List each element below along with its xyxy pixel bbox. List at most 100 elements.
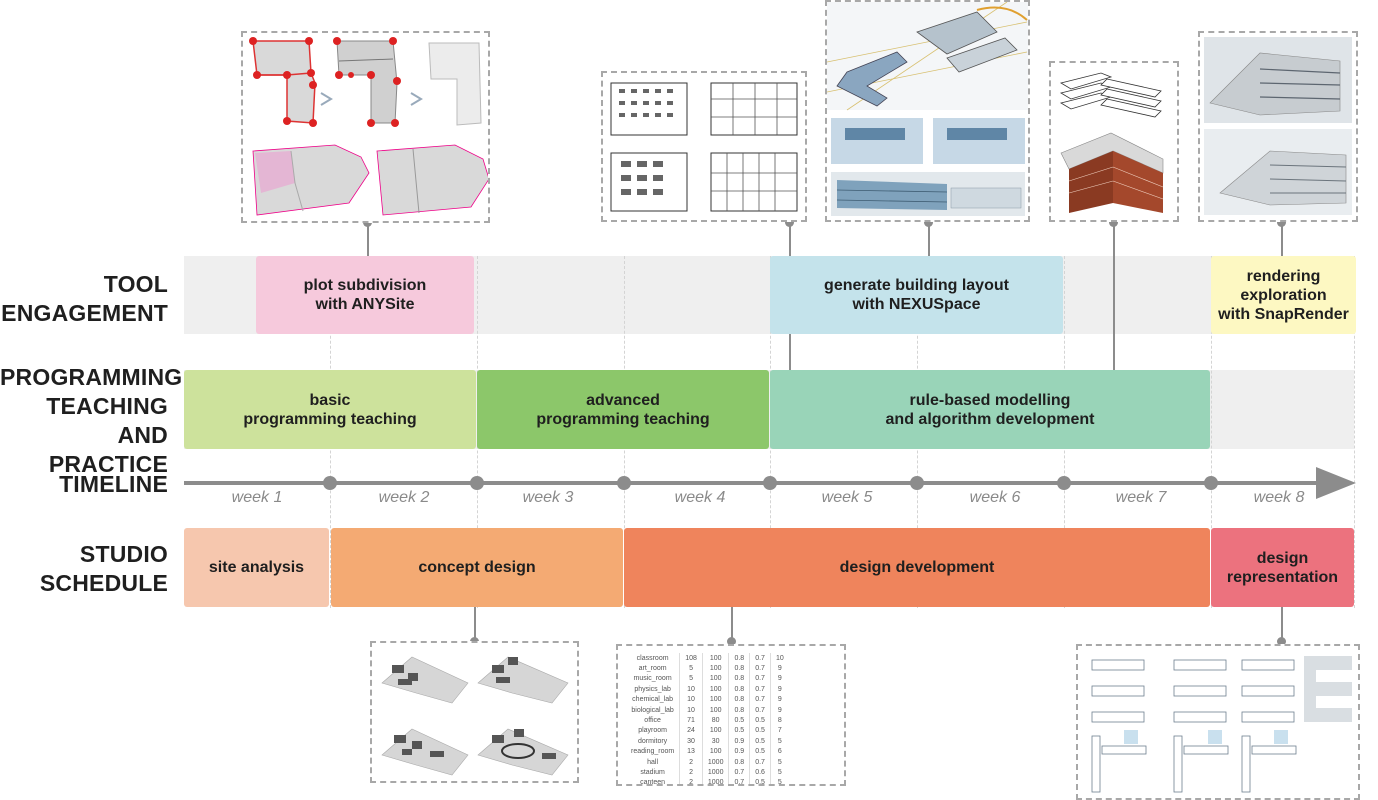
table-cell: 13 bbox=[679, 746, 703, 757]
connector-dot bbox=[1109, 218, 1118, 227]
table-cell: 5 bbox=[769, 777, 789, 784]
table-cell: 9 bbox=[769, 673, 789, 685]
table-cell: 0.7 bbox=[749, 673, 771, 685]
table-cell: 100 bbox=[701, 663, 729, 674]
table-cell: classroom bbox=[636, 654, 669, 662]
schedule-bar-design-representation: design representation bbox=[1211, 528, 1354, 607]
table-cell: 1000 bbox=[701, 767, 729, 778]
timeline-dot bbox=[1057, 476, 1071, 490]
table-cell: 10 bbox=[679, 694, 703, 705]
connector-dot bbox=[1277, 637, 1286, 646]
table-cell: 0.7 bbox=[749, 653, 771, 664]
table-cell: 0.5 bbox=[728, 715, 750, 726]
programming-bar-advanced: advanced programming teaching bbox=[477, 370, 769, 449]
table-cell: 10 bbox=[769, 653, 789, 664]
table-cell: 9 bbox=[769, 704, 789, 716]
table-cell: 0.8 bbox=[728, 663, 750, 674]
table-cell: 0.8 bbox=[728, 756, 750, 768]
timeline-dot bbox=[323, 476, 337, 490]
table-cell: 10 bbox=[679, 684, 703, 695]
table-cell: 0.9 bbox=[728, 746, 750, 757]
table-cell: 5 bbox=[679, 673, 703, 685]
programming-bar-basic: basic programming teaching bbox=[184, 370, 476, 449]
table-cell: 0.6 bbox=[749, 767, 771, 778]
tool-bar-snaprender: rendering exploration with SnapRender bbox=[1211, 256, 1356, 334]
table-cell: 100 bbox=[701, 673, 729, 685]
table-cell: biological_lab bbox=[631, 706, 674, 714]
table-cell: 80 bbox=[701, 715, 729, 726]
table-cell: 100 bbox=[701, 653, 729, 664]
timeline-dot bbox=[910, 476, 924, 490]
programming-bar-rule-based: rule-based modelling and algorithm devel… bbox=[770, 370, 1210, 449]
table-cell: 9 bbox=[769, 684, 789, 695]
table-cell: 100 bbox=[701, 725, 729, 737]
table-cell: chemical_lab bbox=[632, 696, 674, 704]
week-label: week 8 bbox=[1253, 489, 1305, 506]
table-cell: 0.8 bbox=[728, 673, 750, 685]
table-cell: 100 bbox=[701, 684, 729, 695]
table-cell: reading_room bbox=[631, 748, 675, 756]
table-cell: 24 bbox=[679, 725, 703, 737]
table-cell: 0.7 bbox=[749, 663, 771, 674]
connector-dot bbox=[924, 218, 933, 227]
timeline-dot bbox=[470, 476, 484, 490]
table-cell: 0.8 bbox=[728, 684, 750, 695]
label-timeline: TIMELINE bbox=[59, 471, 168, 497]
table-cell: 7 bbox=[769, 725, 789, 737]
table-cell: 0.8 bbox=[728, 694, 750, 705]
table-cell: 30 bbox=[679, 736, 703, 747]
schedule-bar-design-development: design development bbox=[624, 528, 1210, 607]
table-cell: 5 bbox=[769, 767, 789, 778]
table-cell: music_room bbox=[633, 675, 672, 683]
table-cell: dormitory bbox=[638, 737, 668, 745]
label-programming-teaching: PROGRAMMING TEACHING AND PRACTICE bbox=[0, 364, 183, 477]
label-tool-engagement: TOOL ENGAGEMENT bbox=[1, 271, 168, 326]
table-cell: 0.5 bbox=[749, 725, 771, 737]
timeline-arrowhead bbox=[1316, 467, 1356, 499]
schedule-bar-site-analysis: site analysis bbox=[184, 528, 329, 607]
week-label: week 6 bbox=[969, 489, 1021, 506]
floor-plan-drawings bbox=[601, 71, 807, 222]
table-cell: 0.7 bbox=[749, 684, 771, 695]
table-cell: 0.7 bbox=[749, 756, 771, 768]
massing-model-images bbox=[1049, 61, 1179, 222]
representation-drawings bbox=[1076, 644, 1360, 800]
week-label: week 5 bbox=[821, 489, 873, 506]
table-cell: 2 bbox=[679, 756, 703, 768]
table-cell: 0.7 bbox=[728, 767, 750, 778]
connector-dot bbox=[1277, 218, 1286, 227]
table-cell: hall bbox=[647, 758, 659, 766]
table-cell: 5 bbox=[769, 736, 789, 747]
table-cell: 2 bbox=[679, 777, 703, 784]
timeline-dot bbox=[1204, 476, 1218, 490]
table-cell: 0.5 bbox=[749, 736, 771, 747]
table-cell: 30 bbox=[701, 736, 729, 747]
connector-line bbox=[928, 222, 930, 256]
timeline-axis bbox=[184, 481, 1326, 485]
timeline-dot bbox=[763, 476, 777, 490]
table-cell: 100 bbox=[701, 746, 729, 757]
table-cell: stadium bbox=[640, 768, 665, 776]
table-cell: 1000 bbox=[701, 756, 729, 768]
grid-line bbox=[1211, 256, 1212, 608]
table-cell: 9 bbox=[769, 694, 789, 705]
week-label: week 4 bbox=[674, 489, 726, 506]
table-cell: 10 bbox=[679, 704, 703, 716]
table-cell: 100 bbox=[701, 704, 729, 716]
table-cell: 8 bbox=[769, 715, 789, 726]
table-cell: 0.5 bbox=[749, 715, 771, 726]
table-cell: 108 bbox=[679, 653, 703, 664]
nexuspace-layout-images bbox=[825, 0, 1030, 222]
table-cell: office bbox=[644, 717, 661, 725]
